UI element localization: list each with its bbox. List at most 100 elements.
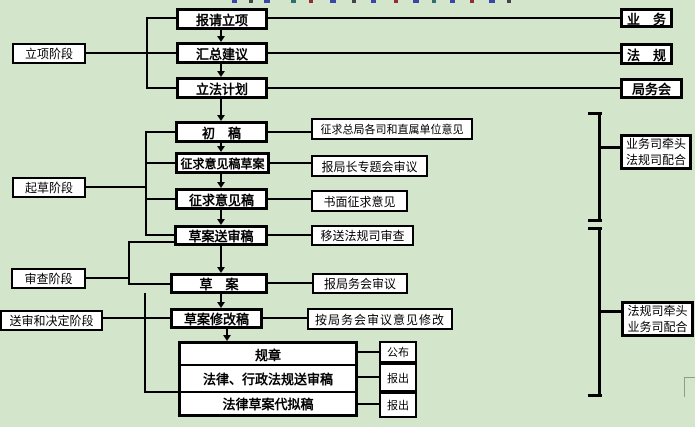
bracket-label-line: 法规司配合 — [625, 153, 686, 167]
flow-arrow — [217, 30, 225, 42]
connector-line — [270, 162, 311, 164]
cut-off-title-fragment — [264, 0, 270, 3]
result-label: 报出 — [387, 371, 409, 385]
flow-step-draft-for-review: 草案送审稿 — [174, 225, 268, 246]
connector-line — [268, 17, 620, 19]
flow-step-label: 初 稿 — [201, 126, 241, 142]
bracket-line — [145, 131, 175, 133]
bracket-line — [86, 277, 130, 279]
connector-line — [358, 351, 379, 353]
bracket-line — [86, 186, 147, 188]
dept-label: 法 规 — [626, 48, 666, 64]
note-director-special-meeting: 报局长专题会审议 — [311, 155, 428, 177]
stage-drafting: 起草阶段 — [12, 177, 86, 198]
stage-submission-decision: 送审和决定阶段 — [0, 310, 103, 331]
bracket-line — [144, 293, 146, 393]
output-label: 法律草案代拟稿 — [222, 398, 314, 413]
result-publish: 公布 — [379, 341, 417, 363]
cut-off-box-corner — [684, 377, 695, 378]
flow-step-summarize-suggestions: 汇总建议 — [176, 42, 268, 64]
stage-initiation: 立项阶段 — [12, 43, 86, 64]
cut-off-title-fragment — [394, 0, 398, 3]
cut-off-title-fragment — [330, 0, 336, 3]
flow-step-first-draft: 初 稿 — [175, 121, 268, 143]
bracket-label-line: 业务司配合 — [627, 320, 688, 334]
cut-off-title-fragment — [450, 0, 455, 3]
connector-line — [263, 317, 307, 319]
cut-off-title-fragment — [507, 0, 511, 3]
flow-step-label: 征求意见稿 — [188, 193, 254, 209]
result-report-out-1: 报出 — [379, 363, 417, 392]
output-row-regulation: 规章 — [181, 344, 355, 364]
result-label: 公布 — [387, 346, 409, 359]
output-group: 规章 法律、行政法规送审稿 法律草案代拟稿 — [178, 341, 358, 417]
bracket-line — [146, 17, 176, 19]
flow-step-label: 草 案 — [199, 278, 239, 293]
bracket-line — [103, 317, 170, 319]
bracket-line — [600, 146, 620, 149]
bracket-line — [588, 394, 602, 397]
bracket-line — [145, 234, 174, 236]
connector-line — [268, 198, 311, 200]
connector-line — [268, 131, 311, 133]
cut-off-box-corner — [684, 377, 685, 397]
cut-off-title-fragment — [352, 0, 356, 3]
bracket-line — [144, 391, 178, 393]
flow-arrow — [217, 210, 225, 225]
connector-line — [358, 403, 379, 405]
bracket-line — [128, 283, 170, 285]
flow-arrow — [217, 99, 225, 121]
output-label: 法律、行政法规送审稿 — [202, 373, 333, 388]
stage-drafting-label: 起草阶段 — [24, 181, 73, 195]
note-label: 按局务会审议意见修改 — [314, 312, 445, 327]
stage-initiation-label: 立项阶段 — [24, 47, 73, 61]
output-label: 规章 — [254, 348, 281, 364]
dept-label: 业 务 — [626, 12, 666, 28]
output-row-law-admin-regulation-draft: 法律、行政法规送审稿 — [181, 364, 355, 391]
stage-submission-decision-label: 送审和决定阶段 — [9, 314, 94, 328]
connector-line — [268, 282, 312, 284]
flow-step-label: 报请立项 — [195, 13, 248, 29]
bracket-line — [145, 131, 147, 236]
output-row-law-proposal-draft: 法律草案代拟稿 — [181, 391, 355, 414]
bracket-line — [146, 87, 176, 89]
dept-box-legal: 法 规 — [620, 43, 673, 65]
bracket-line — [598, 227, 601, 397]
flow-step-draft: 草 案 — [170, 273, 268, 294]
note-label: 移送法规司审查 — [320, 229, 405, 243]
flow-step-label: 汇总建议 — [195, 47, 248, 63]
bracket-label-line: 业务司牵头 — [625, 137, 686, 151]
result-label: 报出 — [387, 399, 409, 412]
cut-off-title-fragment — [232, 0, 237, 3]
bracket-business-lead-label: 业务司牵头 法规司配合 — [620, 134, 692, 170]
connector-line — [268, 234, 311, 236]
bracket-line — [588, 112, 602, 115]
flow-arrow — [223, 329, 231, 341]
bracket-line — [600, 310, 621, 313]
flow-arrow — [217, 143, 225, 152]
flow-step-legislation-plan: 立法计划 — [176, 77, 268, 99]
note-label: 书面征求意见 — [323, 194, 396, 209]
note-label: 报局长专题会审议 — [321, 159, 418, 174]
cut-off-title-fragment — [291, 0, 296, 3]
note-revise-per-bureau-opinions: 按局务会审议意见修改 — [307, 308, 453, 330]
connector-line — [268, 87, 620, 89]
flow-step-label: 草案修改稿 — [183, 313, 249, 328]
bracket-label-line: 法规司牵头 — [627, 304, 688, 318]
flow-step-label: 征求意见稿草案 — [180, 156, 265, 171]
bracket-line — [588, 227, 602, 230]
cut-off-title-fragment — [309, 0, 313, 3]
bracket-legal-lead-label: 法规司牵头 业务司配合 — [621, 301, 694, 337]
stage-review-label: 审查阶段 — [24, 272, 73, 286]
bracket-line — [86, 52, 176, 54]
dept-label: 局务会 — [631, 83, 671, 98]
dept-box-business: 业 务 — [620, 8, 673, 28]
dept-box-bureau-meeting: 局务会 — [620, 78, 683, 99]
bracket-line — [145, 198, 175, 200]
cut-off-title-fragment — [371, 0, 376, 3]
connector-line — [358, 376, 379, 378]
note-written-consultation: 书面征求意见 — [311, 190, 408, 212]
flow-step-label: 草案送审稿 — [188, 230, 254, 245]
note-label: 征求总局各司和直属单位意见 — [320, 123, 464, 136]
